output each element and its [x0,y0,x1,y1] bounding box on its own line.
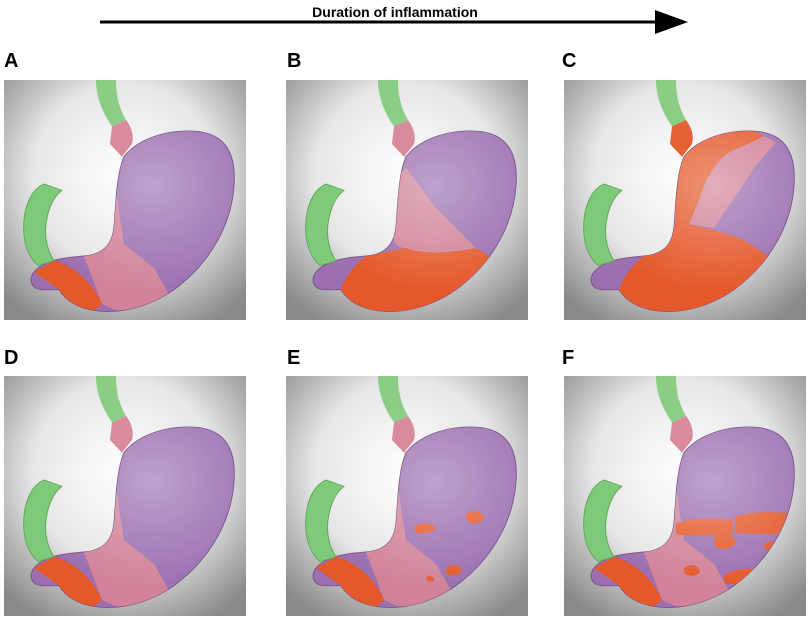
arrow-label: Duration of inflammation [312,4,478,20]
stomach-pangastric-icon [564,80,806,320]
esophagus-region [96,376,126,423]
gastroesophageal-junction [392,416,415,453]
stomach-multifocal-icon [564,376,806,616]
stomach-baseline-icon [4,376,246,616]
esophagus-region [656,376,686,423]
esophagus-region [378,80,408,127]
panel-label-f: F [562,347,575,369]
panel-label-b: B [287,50,302,72]
duration-arrow: Duration of inflammation [100,4,690,40]
stomach-antrum-limited-icon [4,80,246,320]
esophagus-region [378,376,408,423]
panel-d [4,376,246,616]
panel-label-a: A [4,50,19,72]
duodenum-region [583,183,623,267]
duodenum-region [305,183,345,267]
panel-label-c: C [562,50,577,72]
stomach-sheen [591,427,795,608]
stomach-sheen [31,131,235,312]
duodenum-region [583,479,623,563]
stomach-sheen [313,131,517,312]
arrow-right-icon [100,10,688,34]
duodenum-region [23,479,63,563]
stomach-patchy-foci-icon [286,376,528,616]
panel-label-d: D [4,347,19,369]
stomach-antrum-expanded-icon [286,80,528,320]
panel-e [286,376,528,616]
stomach-sheen [313,427,517,608]
duodenum-region [305,479,345,563]
panel-f [564,376,806,616]
gastroesophageal-junction [110,416,133,453]
panel-b [286,80,528,320]
panel-label-e: E [287,347,301,369]
esophagus-region [96,80,126,127]
gastroesophageal-junction [110,120,133,157]
stomach-sheen [591,131,795,312]
panel-a [4,80,246,320]
gastroesophageal-junction [670,416,693,453]
gastroesophageal-junction [670,120,693,157]
panel-c [564,80,806,320]
gastroesophageal-junction [392,120,415,157]
esophagus-region [656,80,686,127]
stomach-sheen [31,427,235,608]
duodenum-region [23,183,63,267]
